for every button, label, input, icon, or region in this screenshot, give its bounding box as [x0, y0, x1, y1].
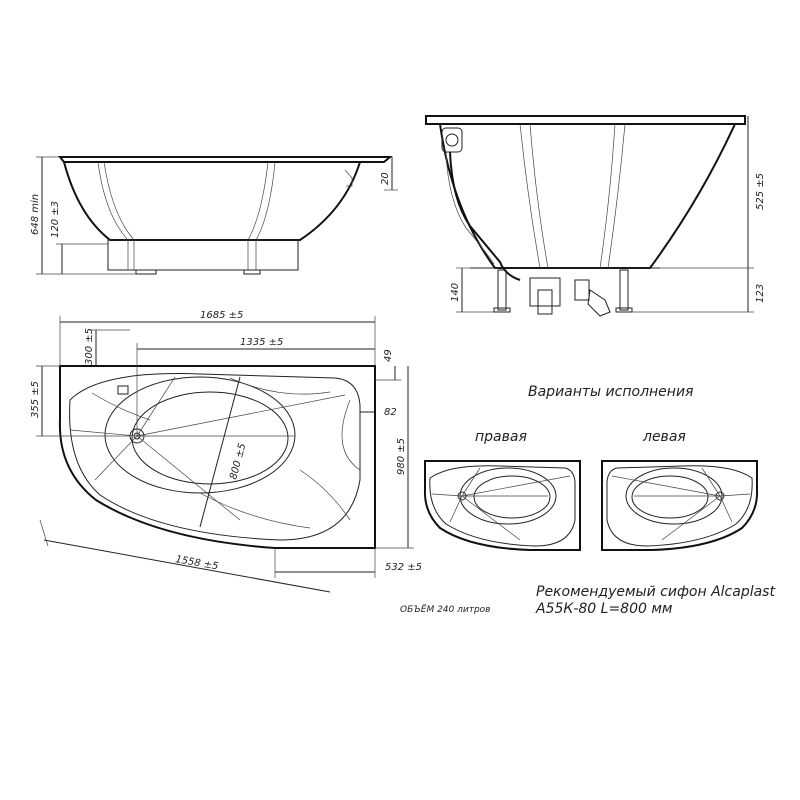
left-variant-label: левая [642, 429, 686, 445]
left-variant-drawing [601, 460, 759, 551]
dim-plan-top-offset: 49 [383, 349, 394, 362]
right-variant-label: правая [475, 429, 527, 445]
dim-rim: 20 [380, 172, 391, 185]
volume-label: ОБЪЁМ 240 литров [400, 604, 490, 615]
siphon-note: Рекомендуемый сифон Alcaplast А55К-80 L=… [535, 584, 775, 617]
right-variant-drawing [423, 460, 581, 551]
dim-plan-inner-depth: 800 ±5 [228, 442, 248, 481]
variants-title: Варианты исполнения [528, 384, 693, 400]
side-view: 648 min 120 ±3 20 [30, 156, 398, 275]
front-view: 525 ±5 123 140 [425, 115, 766, 317]
dim-plan-rim-width: 82 [384, 407, 397, 418]
dim-front-height: 525 ±5 [755, 173, 766, 210]
dim-front-drain-height: 140 [450, 283, 461, 302]
siphon-line-2: А55К-80 L=800 мм [535, 601, 673, 617]
dim-plan-diagonal: 1558 ±5 [174, 554, 219, 572]
dim-plan-inner-length: 1335 ±5 [240, 337, 283, 348]
dim-plan-right-bottom: 532 ±5 [385, 562, 422, 573]
dim-plan-length: 1685 ±5 [200, 310, 243, 321]
siphon-line-1: Рекомендуемый сифон Alcaplast [536, 584, 775, 600]
dim-plan-top-left: 300 ±5 [84, 328, 95, 365]
dim-leg-adjust: 120 ±3 [50, 201, 61, 238]
dim-plan-left-height: 355 ±5 [30, 381, 41, 418]
variants: Варианты исполнения правая левая [423, 384, 759, 551]
dim-overall-height: 648 min [30, 194, 41, 235]
plan-view: 1685 ±5 1335 ±5 300 ±5 355 ±5 49 82 980 … [30, 310, 490, 615]
dim-front-leg-height: 123 [755, 284, 766, 303]
dim-plan-depth: 980 ±5 [396, 438, 407, 475]
